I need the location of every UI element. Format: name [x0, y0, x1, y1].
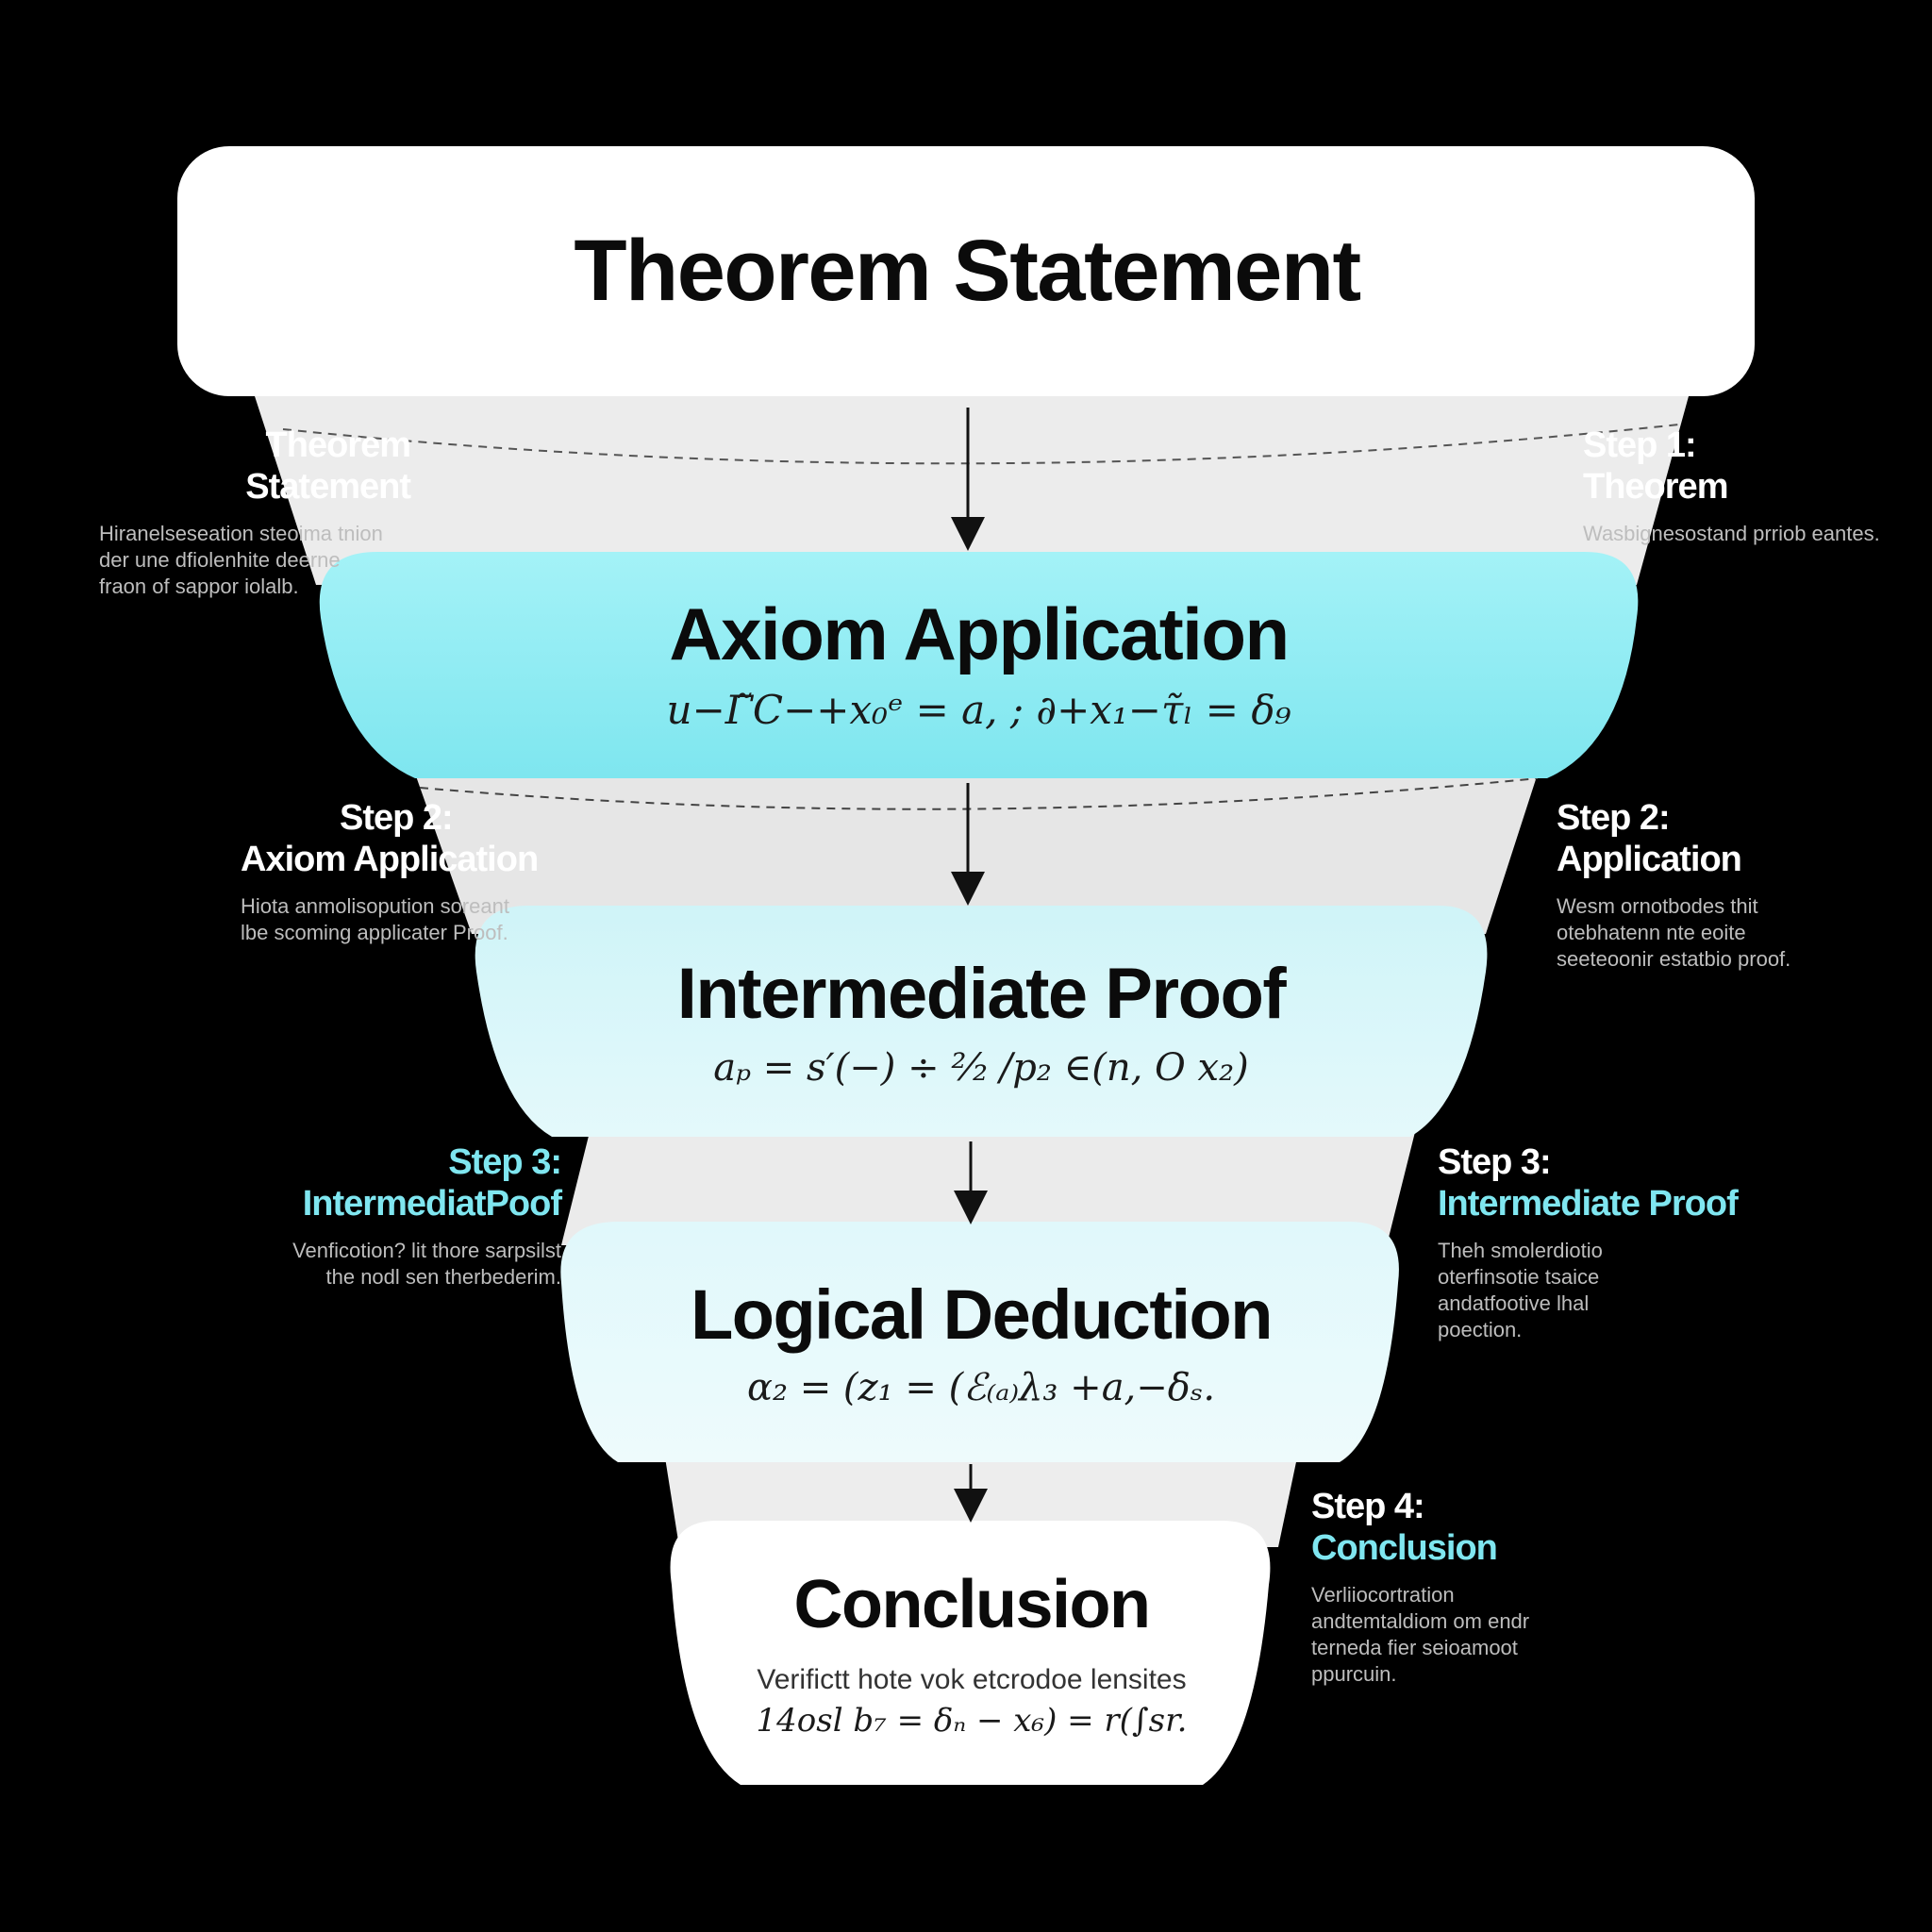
tier-formula: 14osl b₇ = δₙ − x₆) = r(∫sr.: [756, 1702, 1188, 1740]
tier-1-shape: [177, 146, 1755, 396]
label-title: Statement: [245, 467, 411, 507]
tier-5-shape: [670, 1521, 1271, 1785]
label-step: Step 2:: [1557, 798, 1671, 838]
tier-3-shape: [475, 906, 1488, 1137]
tier-title: Intermediate Proof: [676, 954, 1287, 1034]
side-label-left-step2: Step 2: Axiom Application Hiota anmoliso…: [241, 797, 637, 946]
tier-logical-deduction: Logical Deduction α₂ = (z₁ = (ℰ₍ₐ₎λ₃ +a,…: [561, 1222, 1401, 1462]
label-description: Wesm ornotbodes thit otebhatenn nte eoit…: [1557, 894, 1791, 971]
label-title: Theorem: [1583, 467, 1728, 507]
label-description: Theh smolerdiotio oterfinsotie tsaice an…: [1438, 1239, 1603, 1341]
label-title: Conclusion: [1311, 1528, 1498, 1568]
tier-title: Conclusion: [793, 1567, 1152, 1642]
tier-title: Axiom Application: [669, 592, 1290, 675]
funnel-band-1: [255, 396, 1689, 585]
side-label-left-theorem: Theorem Statement Hiranelseseation steoi…: [71, 425, 411, 600]
tier-subtitle: Verifictt hote vok etcrodoe lensites: [757, 1664, 1187, 1695]
label-step: Theorem: [265, 425, 411, 465]
tier-formula: aₚ = s′(−) ÷ ²⁄₂ /p₂ ∈(n, O x₂): [713, 1046, 1249, 1090]
side-label-right-step1: Step 1: Theorem Wasbignesostand prriob e…: [1583, 425, 1904, 547]
tier-conclusion: Conclusion Verifictt hote vok etcrodoe l…: [665, 1521, 1278, 1785]
tier-2-shape: [319, 552, 1639, 778]
label-description: Wasbignesostand prriob eantes.: [1583, 522, 1880, 545]
tier-title: Logical Deduction: [691, 1275, 1273, 1354]
tier-intermediate-proof: Intermediate Proof aₚ = s′(−) ÷ ²⁄₂ /p₂ …: [472, 906, 1491, 1137]
funnel-band-3: [561, 1132, 1415, 1245]
label-description: Venficotion? lit thore sarpsilst the nod…: [292, 1239, 561, 1289]
label-step: Step 3:: [448, 1142, 562, 1182]
label-step: Step 4:: [1311, 1487, 1425, 1526]
label-step: Step 1:: [1583, 425, 1697, 465]
label-title: Application: [1557, 840, 1742, 879]
funnel-band-2: [415, 774, 1538, 934]
tier-theorem-statement: Theorem Statement: [179, 146, 1755, 396]
label-step: Step 3:: [1438, 1142, 1552, 1182]
side-label-right-step2: Step 2: Application Wesm ornotbodes thit…: [1557, 797, 1877, 973]
label-title: Axiom Application: [241, 840, 539, 879]
tier-axiom-application: Axiom Application u−Γ̃C−+x₀ᵉ = a, ; ∂+x₁…: [316, 552, 1641, 778]
side-label-right-step4: Step 4: Conclusion Verliiocortration and…: [1311, 1486, 1632, 1688]
label-description: Hiota anmolisopution soreant lbe scoming…: [241, 894, 509, 944]
tier-formula: α₂ = (z₁ = (ℰ₍ₐ₎λ₃ +a,−δₛ.: [746, 1366, 1216, 1409]
tier-title: Theorem Statement: [574, 223, 1361, 319]
label-title: IntermediatPoof: [302, 1184, 562, 1224]
label-description: Verliiocortration andtemtaldiom om endr …: [1311, 1583, 1530, 1686]
tier-4-shape: [560, 1222, 1399, 1462]
dashed-separator-1: [282, 424, 1680, 465]
side-label-left-step3: Step 3: IntermediatPoof Venficotion? lit…: [241, 1141, 562, 1291]
label-title: Intermediate Proof: [1438, 1184, 1739, 1224]
tier-formula: u−Γ̃C−+x₀ᵉ = a, ; ∂+x₁−τ̃ₗ = δ₉: [666, 687, 1291, 733]
label-step: Step 2:: [340, 798, 454, 838]
side-label-right-step3: Step 3: Intermediate Proof Theh smolerdi…: [1438, 1141, 1815, 1343]
label-description: Hiranelseseation steoima tnion der une d…: [99, 522, 383, 598]
